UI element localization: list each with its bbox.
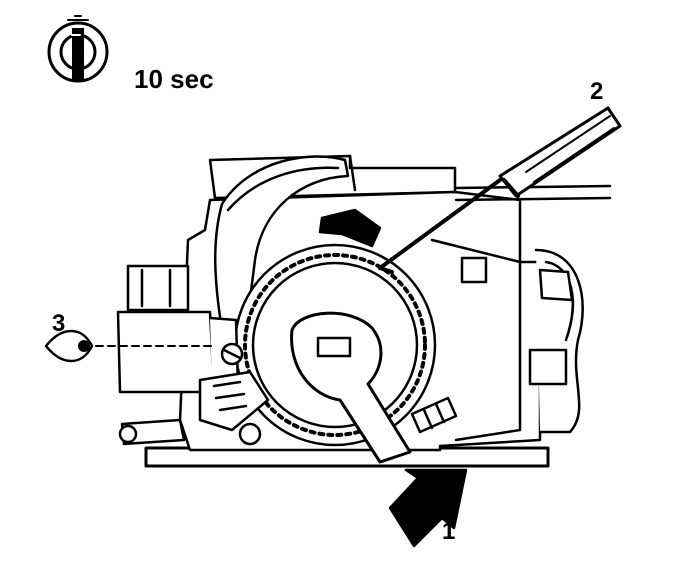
duration-label: 10 sec: [134, 64, 214, 94]
push-arrow: [388, 468, 468, 548]
left-connector-detail: [140, 268, 172, 308]
adjust-screw-slot: [222, 348, 242, 360]
callout-number-2: 2: [590, 78, 604, 105]
pipe-end: [118, 424, 138, 444]
right-fitting: [538, 268, 574, 302]
screwdriver: [378, 106, 622, 274]
body-panel: [430, 238, 522, 442]
rotation-arrow: [318, 208, 382, 248]
quadrant-cover: [214, 155, 350, 332]
linkage-slots: [212, 380, 248, 412]
callout-number-3: 3: [52, 310, 66, 337]
lever-slot: [316, 336, 352, 358]
upper-hose: [454, 184, 612, 202]
body-detail: [460, 256, 488, 284]
left-connector: [126, 264, 190, 312]
lever-bolt-thread: [422, 402, 446, 430]
ignition-key-icon: [47, 15, 109, 83]
upper-housing-rim: [348, 154, 357, 192]
lower-bolt: [238, 422, 262, 446]
right-fitting-2: [528, 348, 568, 386]
callout-number-1: 1: [442, 518, 456, 545]
eye-icon: [44, 329, 94, 363]
quadrant-cover-edge: [226, 166, 340, 212]
